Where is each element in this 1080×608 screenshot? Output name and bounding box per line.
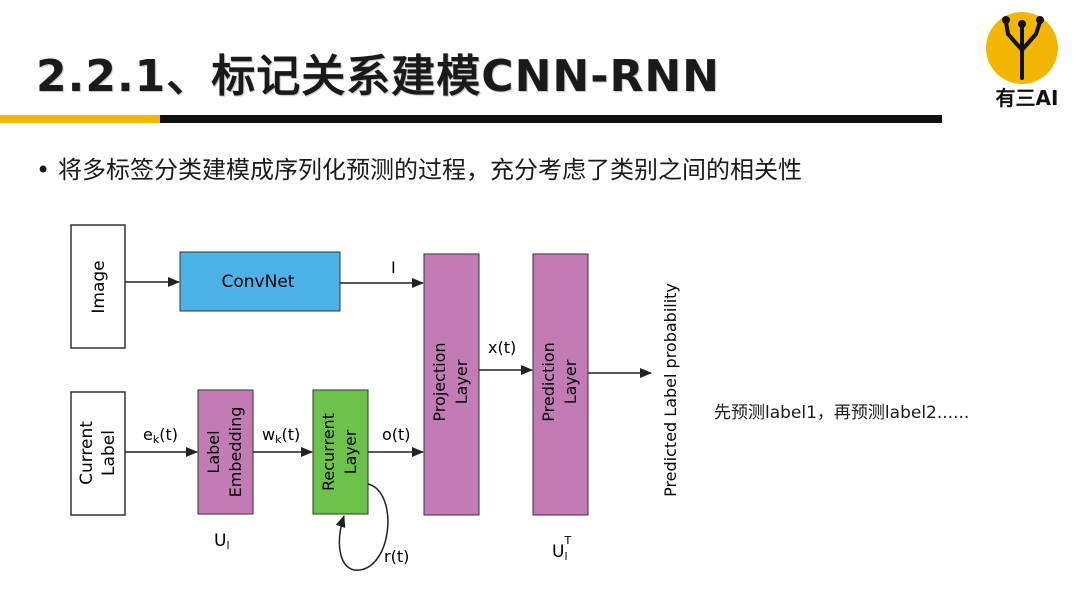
edge-label-wk-tail: (t) — [281, 425, 300, 444]
projection-layer-line2: Layer — [452, 359, 471, 404]
ult-label-main: U — [552, 542, 564, 562]
image-input-label: Image — [89, 260, 109, 313]
title-underline — [160, 115, 942, 123]
edge-label-wk-sub: k — [275, 433, 282, 446]
edge-label-ek-main: e — [143, 425, 153, 444]
projection-layer-box — [423, 253, 480, 516]
predicted-label-probability: Predicted Label probability — [661, 283, 680, 497]
projection-layer-line1: Projection — [430, 342, 449, 421]
prediction-layer-line2: Layer — [561, 359, 580, 404]
ul-label: Ul — [214, 531, 230, 552]
bullet-text: 将多标签分类建模成序列化预测的过程，充分考虑了类别之间的相关性 — [58, 156, 802, 184]
ult-label: UlT — [552, 534, 572, 563]
ul-label-sub: l — [226, 539, 229, 552]
bullet-point: •将多标签分类建模成序列化预测的过程，充分考虑了类别之间的相关性 — [36, 150, 802, 185]
edge-label-wk-main: w — [262, 425, 275, 444]
ult-label-sub: l — [564, 550, 567, 563]
image-input-box — [70, 224, 126, 349]
ul-label-main: U — [214, 531, 226, 551]
page-title: 2.2.1、标记关系建模CNN-RNN — [36, 51, 721, 102]
label-embedding-line2: Embedding — [226, 407, 245, 498]
edge-label-xt: x(t) — [488, 338, 516, 357]
prediction-layer-box — [532, 253, 589, 516]
logo-icon — [986, 12, 1058, 84]
arrow-recurrent-loop — [335, 483, 389, 571]
recurrent-layer-line2: Layer — [341, 429, 360, 474]
logo-text: 有三AI — [995, 86, 1059, 110]
label-embedding-line1: Label — [204, 430, 223, 473]
edge-label-ek-sub: k — [153, 433, 160, 446]
edge-label-I: I — [391, 258, 396, 277]
current-label-line2: Label — [99, 430, 119, 476]
title-underline-accent — [0, 115, 160, 123]
edge-label-rt: r(t) — [384, 547, 409, 566]
edge-label-ek: ek(t) — [143, 425, 178, 446]
convnet-label: ConvNet — [222, 272, 295, 292]
edge-label-wk: wk(t) — [262, 425, 300, 446]
edge-label-ek-tail: (t) — [159, 425, 178, 444]
edge-label-ot: o(t) — [382, 425, 411, 444]
bullet-dot: • — [36, 156, 51, 184]
prediction-layer-line1: Prediction — [539, 342, 558, 421]
current-label-box — [70, 391, 126, 516]
current-label-line1: Current — [77, 421, 97, 485]
convnet-box — [179, 251, 341, 312]
recurrent-layer-line1: Recurrent — [319, 413, 338, 491]
prediction-order-note: 先预测label1，再预测label2...... — [714, 403, 970, 423]
ult-label-sup: T — [564, 534, 572, 547]
